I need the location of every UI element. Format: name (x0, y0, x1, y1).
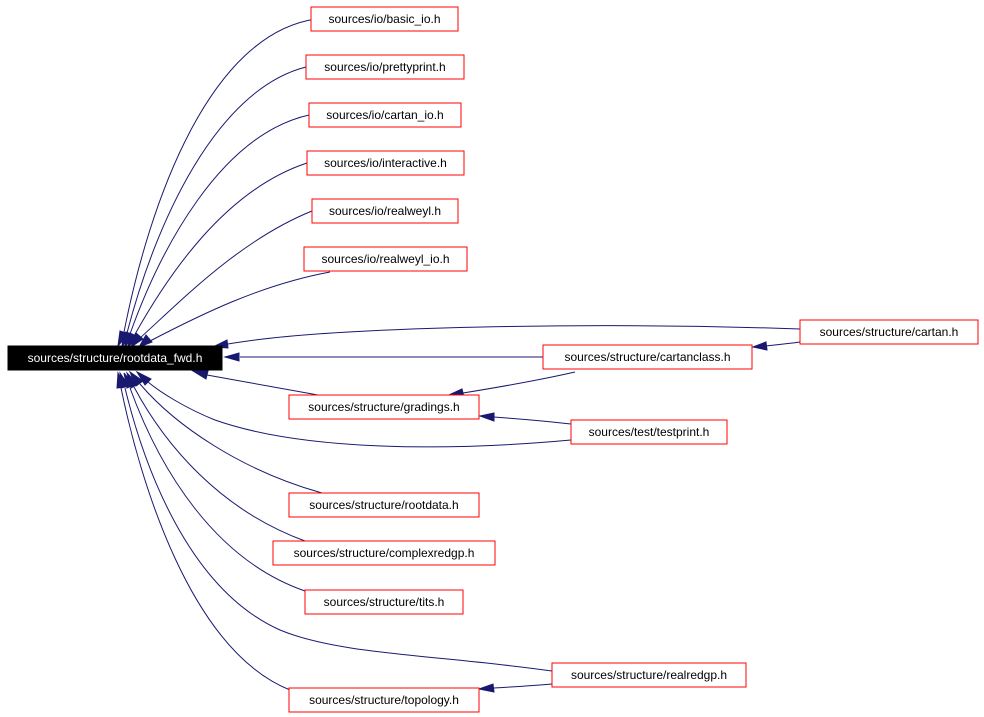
arrowhead-icon (135, 370, 152, 386)
node-label: sources/io/realweyl.h (329, 204, 441, 218)
node-interactive[interactable]: sources/io/interactive.h (306, 150, 465, 176)
edge-complexredgp-to-root (133, 386, 306, 542)
node-label: sources/io/basic_io.h (328, 12, 440, 26)
node-label: sources/test/testprint.h (589, 425, 710, 439)
node-label: sources/structure/topology.h (309, 693, 459, 707)
arrowhead-icon (223, 352, 240, 362)
node-testprint[interactable]: sources/test/testprint.h (570, 419, 728, 445)
arrowhead-icon (751, 341, 768, 351)
node-realweyl-io[interactable]: sources/io/realweyl_io.h (303, 246, 468, 272)
edge-rootdata-to-root (139, 383, 323, 494)
edge-testprint-to-gradings (493, 416, 572, 425)
node-root[interactable]: sources/structure/rootdata_fwd.h (7, 345, 223, 371)
node-basic-io[interactable]: sources/io/basic_io.h (310, 6, 459, 32)
arrowhead-icon (477, 683, 495, 693)
edge-prettyprint-to-root (126, 66, 307, 334)
node-cartan[interactable]: sources/structure/cartan.h (799, 319, 979, 345)
node-label: sources/structure/rootdata.h (309, 498, 458, 512)
edge-topology-to-root (120, 387, 291, 691)
arrowhead-icon (137, 334, 153, 348)
arrowhead-icon (130, 332, 144, 349)
node-label: sources/structure/realredgp.h (571, 668, 727, 682)
node-label: sources/structure/complexredgp.h (294, 546, 475, 560)
arrowhead-icon (191, 370, 209, 380)
node-label: sources/io/cartan_io.h (326, 108, 443, 122)
edge-gradings-to-root (206, 374, 319, 396)
node-realweyl[interactable]: sources/io/realweyl.h (311, 198, 459, 224)
edge-interactive-to-root (133, 162, 308, 337)
node-label: sources/io/interactive.h (324, 156, 447, 170)
arrowhead-icon (116, 371, 126, 389)
node-complexredgp[interactable]: sources/structure/complexredgp.h (272, 540, 496, 566)
node-label: sources/structure/gradings.h (308, 400, 459, 414)
edges (116, 18, 801, 693)
edge-basic-io-to-root (123, 18, 317, 333)
edge-realredgp-to-root (124, 387, 553, 672)
edge-realredgp-to-topology (493, 683, 553, 689)
node-topology[interactable]: sources/structure/topology.h (288, 687, 480, 713)
node-label: sources/io/realweyl_io.h (321, 252, 449, 266)
node-tits[interactable]: sources/structure/tits.h (304, 589, 464, 615)
node-label: sources/structure/cartanclass.h (564, 350, 730, 364)
edge-cartan-to-cartanclass (765, 341, 801, 347)
nodes: sources/structure/rootdata_fwd.h sources… (7, 6, 979, 713)
edge-realweyl-to-root (139, 210, 313, 339)
edge-cartan-to-root (227, 325, 801, 345)
node-label: sources/structure/rootdata_fwd.h (28, 351, 203, 365)
edge-cartanclass-to-gradings (462, 371, 576, 394)
node-label: sources/structure/cartan.h (820, 325, 959, 339)
edge-tits-to-root (129, 387, 306, 592)
node-label: sources/io/prettyprint.h (324, 60, 445, 74)
node-cartanclass[interactable]: sources/structure/cartanclass.h (542, 344, 753, 370)
edge-cartan-io-to-root (129, 114, 310, 335)
edge-realweyl-io-to-root (149, 271, 331, 342)
node-cartan-io[interactable]: sources/io/cartan_io.h (308, 102, 462, 128)
node-rootdata[interactable]: sources/structure/rootdata.h (288, 492, 480, 518)
node-label: sources/structure/tits.h (324, 595, 445, 609)
arrowhead-icon (478, 412, 495, 422)
node-prettyprint[interactable]: sources/io/prettyprint.h (305, 54, 465, 80)
node-gradings[interactable]: sources/structure/gradings.h (288, 394, 480, 420)
node-realredgp[interactable]: sources/structure/realredgp.h (551, 662, 747, 688)
edge-testprint-to-root (147, 381, 572, 448)
